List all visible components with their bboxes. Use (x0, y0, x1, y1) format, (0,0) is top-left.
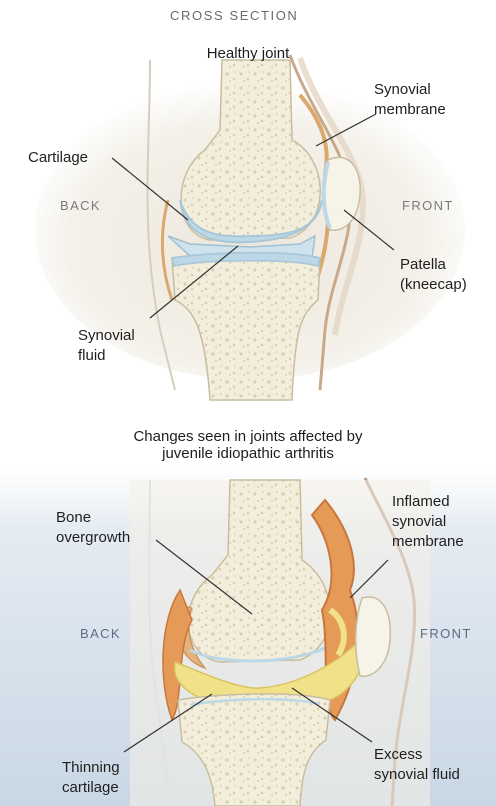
bottom-front-label: FRONT (420, 626, 472, 641)
bottom-back-label: BACK (80, 626, 121, 641)
label-thinning-cartilage: Thinning cartilage (62, 758, 120, 798)
arthritis-title: Changes seen in joints affected by juven… (60, 428, 436, 462)
section-label: CROSS SECTION (170, 8, 298, 23)
label-inflamed-membrane: Inflamed synovial membrane (392, 492, 464, 552)
label-excess-fluid: Excess synovial fluid (374, 745, 460, 785)
label-cartilage: Cartilage (28, 148, 88, 168)
label-patella: Patella (kneecap) (400, 255, 467, 295)
top-front-label: FRONT (402, 198, 454, 213)
healthy-joint-title: Healthy joint (180, 45, 316, 62)
label-synovial-membrane: Synovial membrane (374, 80, 446, 120)
top-back-label: BACK (60, 198, 101, 213)
label-bone-overgrowth: Bone overgrowth (56, 508, 130, 548)
label-synovial-fluid: Synovial fluid (78, 326, 135, 366)
